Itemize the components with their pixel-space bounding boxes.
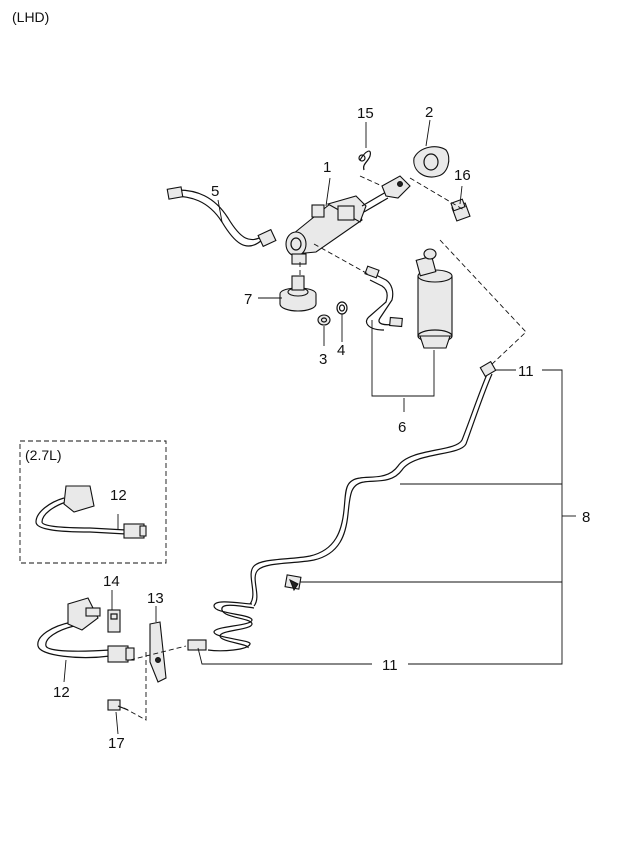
callout-7: 7 — [244, 291, 252, 308]
inset-clutch-hose — [35, 485, 147, 539]
callout-3: 3 — [319, 351, 327, 368]
callout-8: 8 — [582, 509, 590, 526]
callout-11-bottom: 11 — [382, 657, 398, 674]
clip-plate — [107, 609, 121, 633]
flange-nut — [450, 198, 471, 222]
callout-1: 1 — [323, 159, 331, 176]
callout-6: 6 — [398, 419, 406, 436]
inset-2-7l-frame — [19, 440, 167, 564]
gasket — [413, 146, 450, 178]
assembly-line-upper-3 — [439, 239, 527, 367]
callout-14: 14 — [103, 573, 120, 590]
o-ring — [336, 301, 348, 315]
assembly-line-upper-4 — [359, 175, 383, 187]
assembly-line-lower-2 — [123, 652, 147, 721]
clutch-master-cylinder — [285, 175, 411, 265]
pipe-clip — [284, 574, 302, 592]
callout-16: 16 — [454, 167, 471, 184]
assembly-line-lower-1 — [129, 645, 187, 661]
hose-bracket — [149, 621, 167, 683]
callout-17: 17 — [108, 735, 125, 752]
callout-2: 2 — [425, 104, 433, 121]
callout-15: 15 — [357, 105, 374, 122]
callout-12: 12 — [53, 684, 70, 701]
leader-lines — [63, 119, 576, 735]
clutch-hose — [37, 597, 135, 663]
reservoir-cap — [279, 275, 317, 312]
clutch-damper — [364, 248, 453, 349]
assembly-line-upper-2 — [409, 177, 465, 211]
callout-11-top: 11 — [518, 363, 534, 380]
variant-label: (LHD) — [12, 9, 49, 25]
inset-engine-label: (2.7L) — [25, 447, 62, 463]
clip-pin — [358, 150, 371, 171]
washer-nut — [317, 314, 331, 326]
clutch-pipe — [187, 360, 497, 652]
callout-13: 13 — [147, 590, 164, 607]
callout-12-inset: 12 — [110, 487, 127, 504]
reservoir-hose — [166, 186, 277, 248]
callout-5: 5 — [211, 183, 219, 200]
assembly-line-upper-1 — [313, 243, 369, 275]
callout-4: 4 — [337, 342, 345, 359]
